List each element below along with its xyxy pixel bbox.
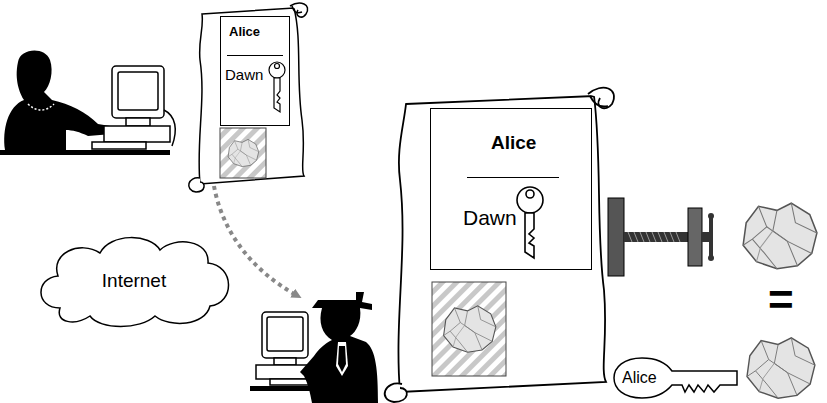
certificate: AliceDawn <box>220 16 290 126</box>
small-scroll <box>189 3 308 192</box>
divider-line <box>467 177 559 178</box>
public-key: Alice <box>612 355 740 401</box>
network-label: Internet <box>30 271 238 290</box>
owner-name: Alice <box>229 25 260 38</box>
large-scroll <box>385 88 614 402</box>
owner-name: Alice <box>622 370 657 386</box>
sender-computer <box>92 66 175 149</box>
sender-silhouette <box>0 50 170 155</box>
divider-line <box>227 55 283 56</box>
network-cloud: Internet <box>30 228 238 332</box>
owner-name: Alice <box>491 133 536 152</box>
signer-name: Dawn <box>225 67 263 82</box>
equals-sign: = <box>768 278 794 322</box>
receiver-silhouette <box>250 292 378 403</box>
certificate: AliceDawn <box>430 108 592 270</box>
signer-name: Dawn <box>463 207 517 228</box>
vise <box>608 198 714 276</box>
